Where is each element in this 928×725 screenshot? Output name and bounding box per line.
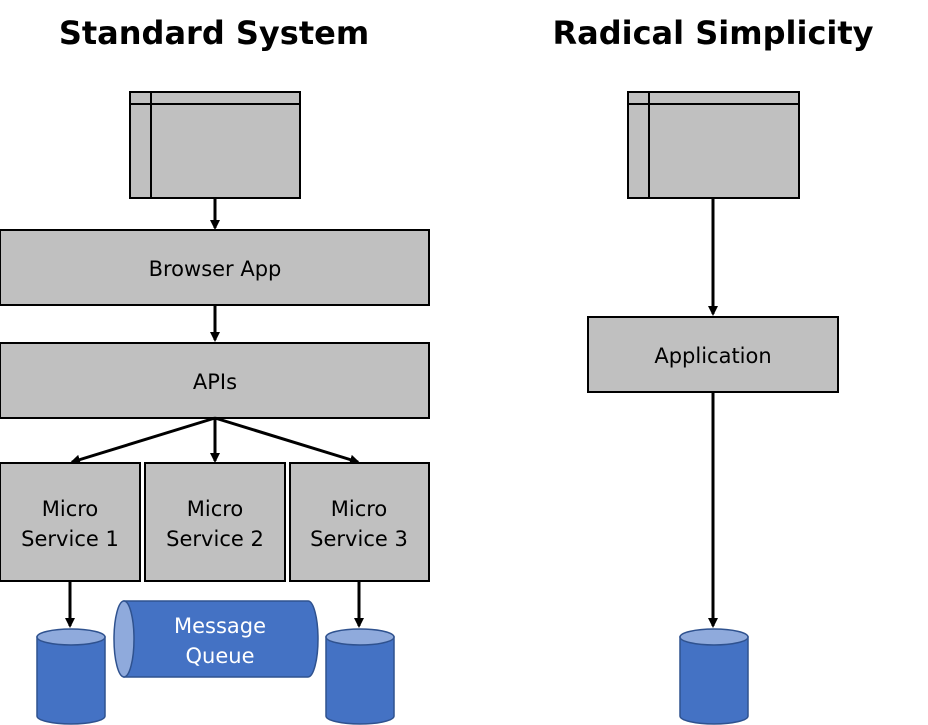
micro-service-1-line2: Service 1 [21,527,119,551]
apis-label: APIs [193,370,237,394]
micro-service-2-line1: Micro [187,497,244,521]
message-queue-line2: Queue [186,644,255,668]
database-icon-left [36,628,106,725]
database-icon-service-3 [325,628,395,725]
radical-simplicity-title: Radical Simplicity [552,14,873,52]
database-icon-right [679,628,749,725]
message-queue-icon: Message Queue [113,600,319,678]
arrow-apis-to-service-1 [70,416,216,465]
standard-system-title: Standard System [59,14,369,52]
micro-service-3-box: Micro Service 3 [289,462,430,582]
application-label: Application [654,344,771,368]
browser-window-icon-right [627,91,800,199]
browser-app-box: Browser App [0,229,430,306]
micro-service-3-line2: Service 3 [310,527,408,551]
arrow-apis-to-service-3 [214,416,360,465]
browser-app-label: Browser App [149,257,282,281]
apis-box: APIs [0,342,430,419]
application-box: Application [587,316,839,393]
micro-service-1-box: Micro Service 1 [0,462,141,582]
micro-service-2-line2: Service 2 [166,527,264,551]
micro-service-3-line1: Micro [331,497,388,521]
browser-window-icon-left [129,91,301,199]
message-queue-line1: Message [174,614,266,638]
micro-service-2-box: Micro Service 2 [144,462,286,582]
micro-service-1-line1: Micro [42,497,99,521]
